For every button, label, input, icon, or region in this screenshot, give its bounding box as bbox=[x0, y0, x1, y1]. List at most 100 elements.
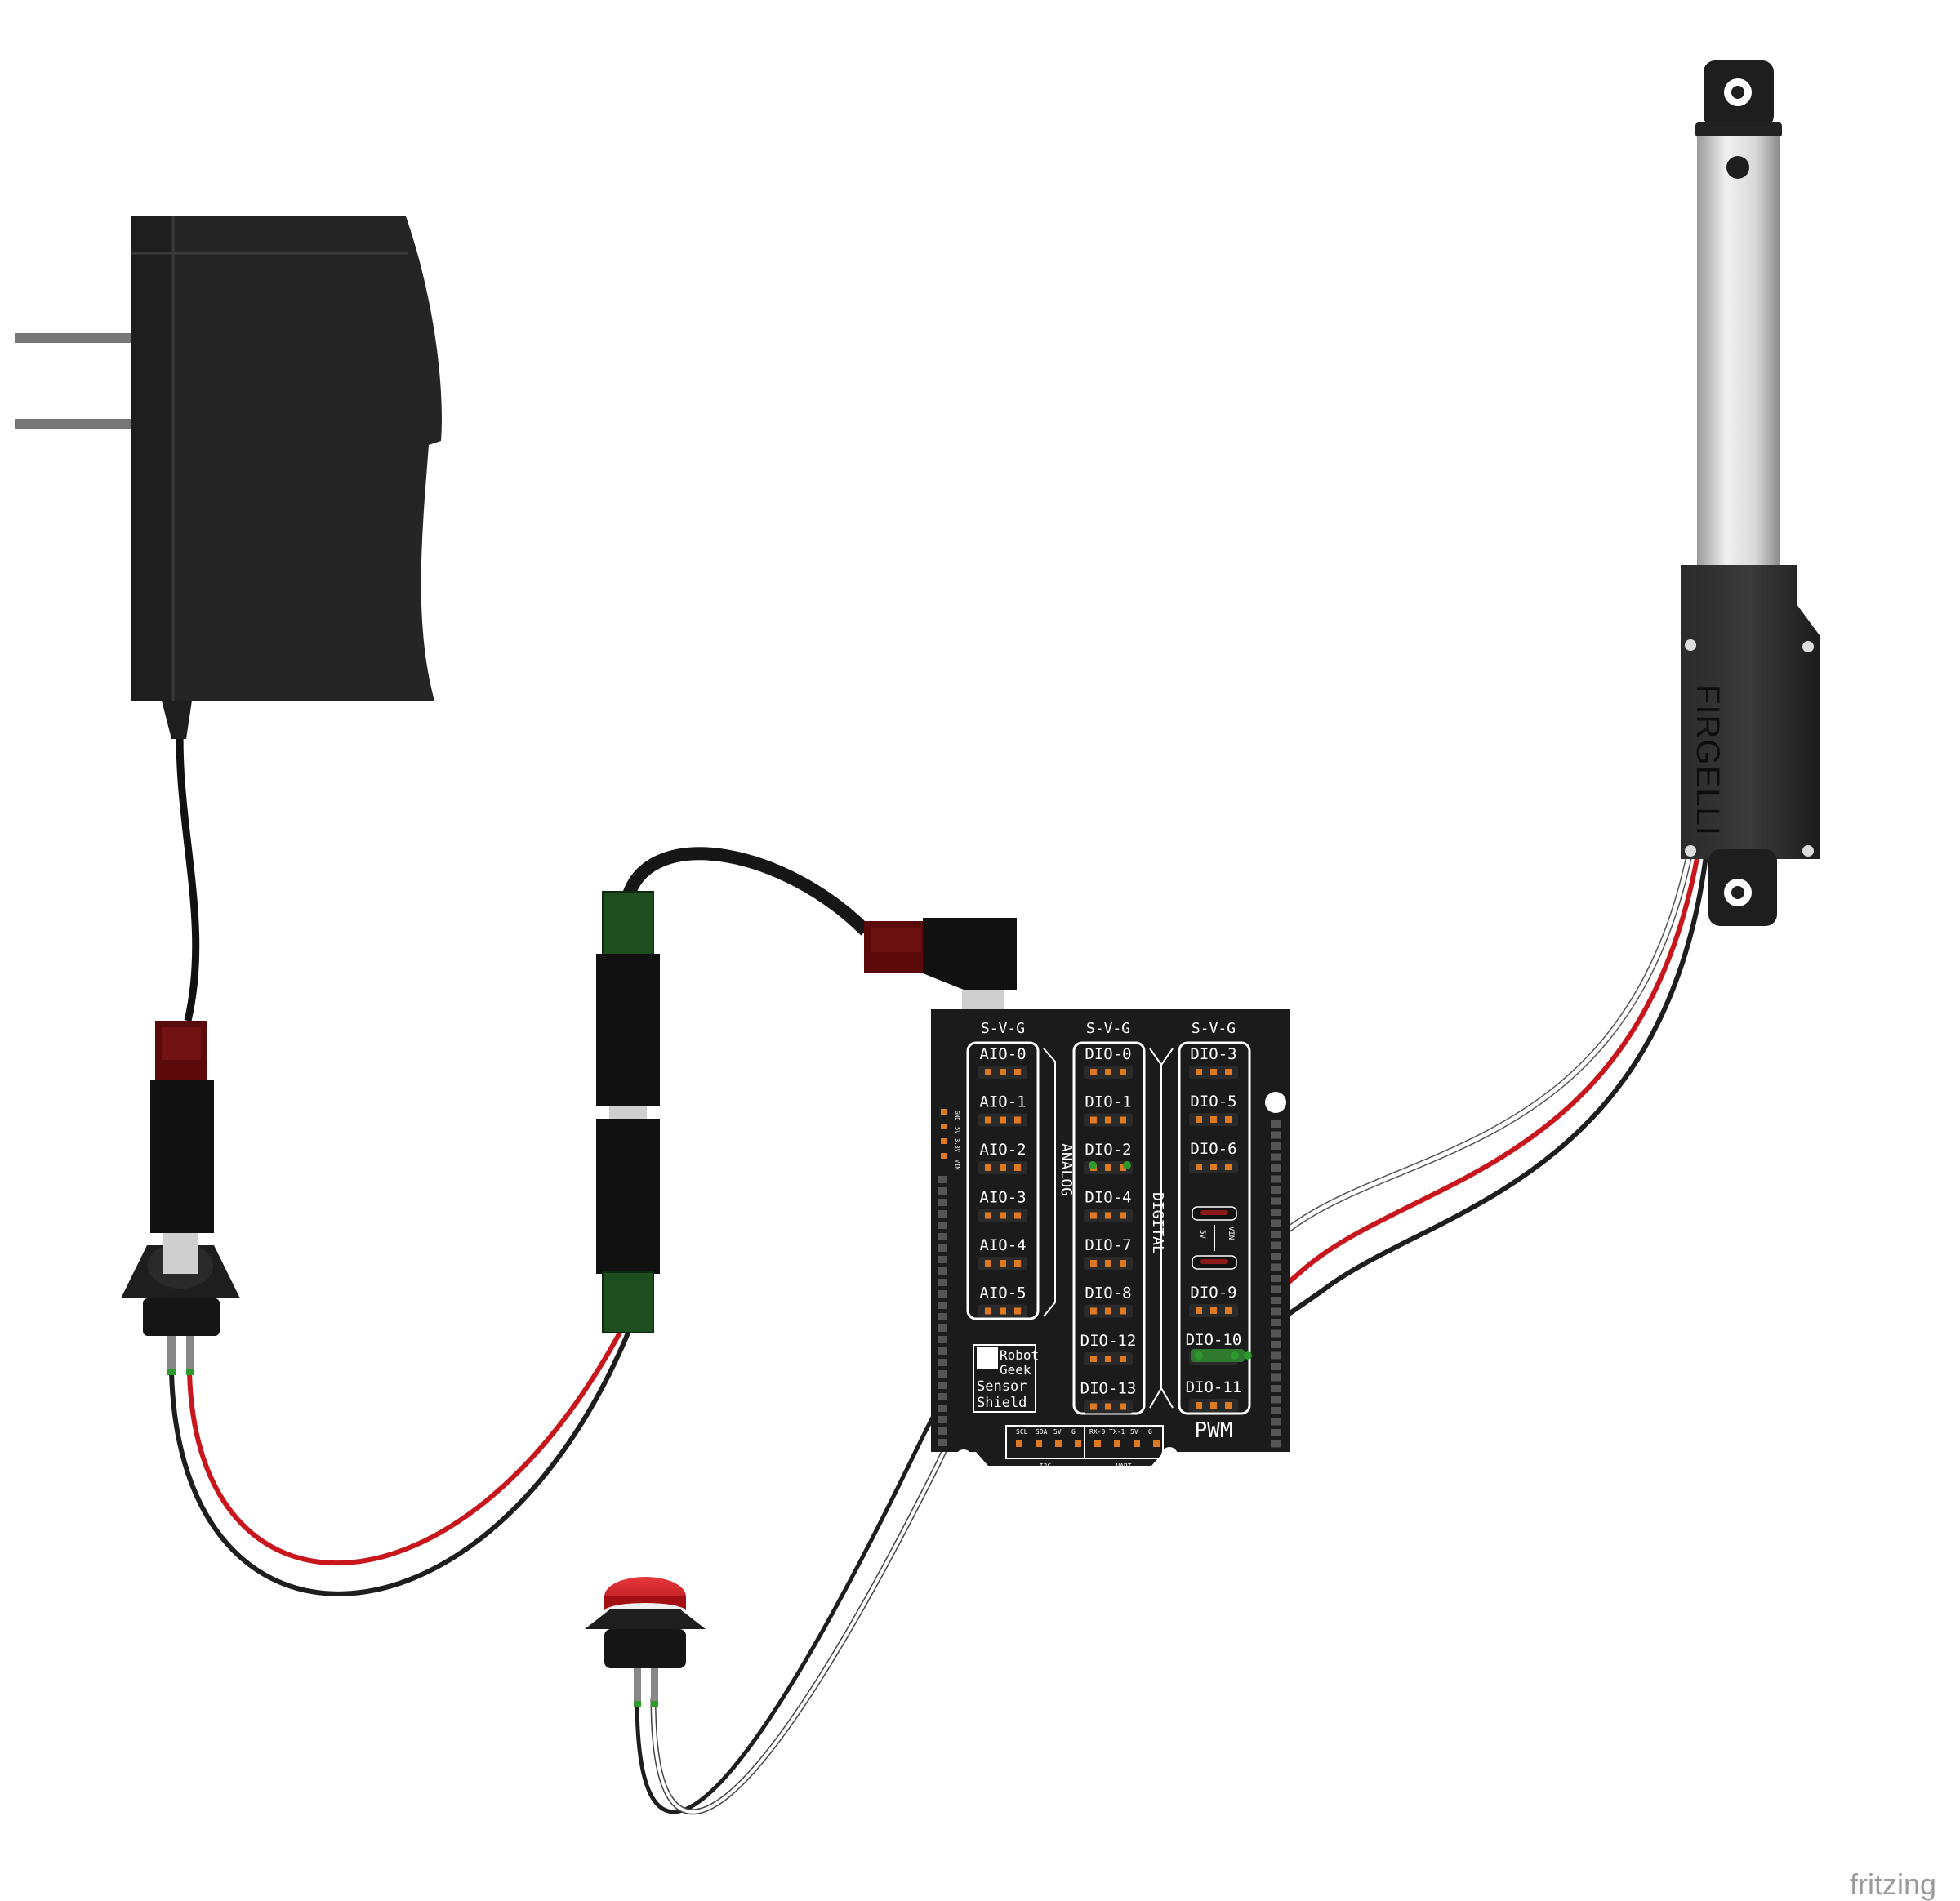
edge-pin-right-29 bbox=[1271, 1440, 1281, 1448]
pwm-pin-3-0[interactable] bbox=[1196, 1307, 1202, 1314]
pwm-pin-2-0[interactable] bbox=[1196, 1164, 1202, 1170]
analog-pin-0-2[interactable] bbox=[1014, 1069, 1021, 1075]
edge-pin-right-12 bbox=[1271, 1253, 1281, 1260]
edge-pin-right-0 bbox=[1271, 1120, 1281, 1128]
analog-label-0: AIO-0 bbox=[979, 1045, 1026, 1063]
digital-pin-0-1[interactable] bbox=[1105, 1069, 1111, 1075]
header-analog: S-V-G bbox=[981, 1020, 1025, 1037]
pwm-pin-3-2[interactable] bbox=[1225, 1307, 1232, 1314]
pwm-pin-0-0[interactable] bbox=[1196, 1069, 1202, 1075]
pwm-pin-5-1[interactable] bbox=[1210, 1402, 1217, 1409]
digital-pin-0-2[interactable] bbox=[1120, 1069, 1126, 1075]
digital-pin-2-2[interactable] bbox=[1120, 1164, 1126, 1171]
digital-pin-4-1[interactable] bbox=[1105, 1260, 1111, 1267]
pwm-pin-1-0[interactable] bbox=[1196, 1116, 1202, 1123]
pwm-pin-0-2[interactable] bbox=[1225, 1069, 1232, 1075]
side-power-header: GND 5V 3.3V VIN bbox=[954, 1111, 960, 1170]
i2c-uart-pin-4 bbox=[1094, 1440, 1101, 1447]
wall-adapter-icon bbox=[15, 216, 442, 739]
analog-pin-5-2[interactable] bbox=[1014, 1307, 1021, 1315]
digital-pin-7-2[interactable] bbox=[1120, 1403, 1126, 1410]
pwm-pin-3-1[interactable] bbox=[1210, 1307, 1217, 1314]
digital-pin-3-2[interactable] bbox=[1120, 1212, 1126, 1219]
pwm-pin-1-1[interactable] bbox=[1210, 1116, 1217, 1123]
digital-pin-5-1[interactable] bbox=[1105, 1307, 1111, 1315]
edge-pin-right-13 bbox=[1271, 1263, 1281, 1271]
pwm-pin-5-2[interactable] bbox=[1225, 1402, 1232, 1409]
edge-pin-left-7 bbox=[938, 1256, 947, 1263]
digital-pin-3-1[interactable] bbox=[1105, 1212, 1111, 1219]
analog-pin-2-0[interactable] bbox=[985, 1164, 991, 1171]
digital-pin-2-1[interactable] bbox=[1105, 1164, 1111, 1171]
analog-label-1: AIO-1 bbox=[979, 1093, 1026, 1111]
digital-pin-0-0[interactable] bbox=[1090, 1069, 1097, 1075]
analog-label-4: AIO-4 bbox=[979, 1236, 1026, 1254]
analog-pin-3-1[interactable] bbox=[1000, 1212, 1006, 1219]
pwm-pin-2-1[interactable] bbox=[1210, 1164, 1217, 1170]
digital-pin-1-2[interactable] bbox=[1120, 1116, 1126, 1124]
digital-pin-3-0[interactable] bbox=[1090, 1212, 1097, 1219]
analog-pin-1-1[interactable] bbox=[1000, 1116, 1006, 1124]
analog-pin-5-0[interactable] bbox=[985, 1307, 991, 1315]
side-power-pin-2 bbox=[941, 1138, 947, 1144]
edge-pin-left-8 bbox=[938, 1267, 947, 1275]
edge-pin-left-6 bbox=[938, 1244, 947, 1252]
actuator-brand: FIRGELLI bbox=[1690, 684, 1726, 836]
pwm-pin-1-2[interactable] bbox=[1225, 1116, 1232, 1123]
robogeek-logo: Robot Geek Sensor Shield bbox=[973, 1344, 1039, 1413]
analog-pin-1-0[interactable] bbox=[985, 1116, 991, 1124]
analog-pin-4-2[interactable] bbox=[1014, 1260, 1021, 1267]
edge-pin-left-20 bbox=[938, 1405, 947, 1412]
edge-pin-left-9 bbox=[938, 1279, 947, 1286]
edge-pin-left-11 bbox=[938, 1302, 947, 1309]
digital-pins: DIO-0DIO-1DIO-2DIO-4DIO-7DIO-8DIO-12DIO-… bbox=[1080, 1045, 1137, 1414]
digital-label-6: DIO-12 bbox=[1080, 1332, 1137, 1350]
edge-pin-right-17 bbox=[1271, 1307, 1281, 1316]
analog-pin-2-1[interactable] bbox=[1000, 1164, 1006, 1171]
digital-pin-5-2[interactable] bbox=[1120, 1307, 1126, 1315]
analog-pin-5-1[interactable] bbox=[1000, 1307, 1006, 1315]
i2c-uart-pin-3 bbox=[1075, 1440, 1081, 1447]
digital-label-2: DIO-2 bbox=[1085, 1141, 1131, 1159]
digital-pin-7-0[interactable] bbox=[1090, 1403, 1097, 1410]
digital-pin-4-0[interactable] bbox=[1090, 1260, 1097, 1267]
i2c-scl: SCL bbox=[1016, 1428, 1028, 1436]
pwm-label: PWM bbox=[1195, 1418, 1233, 1443]
digital-pin-5-0[interactable] bbox=[1090, 1307, 1097, 1315]
analog-pin-4-1[interactable] bbox=[1000, 1260, 1006, 1267]
uart-tx: TX-1 bbox=[1109, 1428, 1125, 1436]
dc-plug-left bbox=[150, 1021, 214, 1233]
digital-pin-6-2[interactable] bbox=[1120, 1356, 1126, 1362]
analog-pin-0-0[interactable] bbox=[985, 1069, 991, 1075]
pwm-pin-0-1[interactable] bbox=[1210, 1069, 1217, 1075]
side-power-pin-1 bbox=[941, 1124, 947, 1129]
analog-pin-2-2[interactable] bbox=[1014, 1164, 1021, 1171]
pwm-pin-2-2[interactable] bbox=[1225, 1164, 1232, 1170]
dc-plug-right-angle bbox=[864, 918, 1017, 1014]
edge-pin-left-1 bbox=[938, 1187, 947, 1195]
edge-pin-left-4 bbox=[938, 1222, 947, 1229]
i2c-uart-pin-1 bbox=[1036, 1440, 1042, 1447]
pwm-pin-5-0[interactable] bbox=[1196, 1402, 1202, 1409]
uart-5v: 5V bbox=[1130, 1428, 1138, 1436]
analog-pin-3-0[interactable] bbox=[985, 1212, 991, 1219]
edge-pin-right-2 bbox=[1271, 1142, 1281, 1150]
edge-pin-right-15 bbox=[1271, 1285, 1281, 1293]
digital-pin-7-1[interactable] bbox=[1105, 1403, 1111, 1410]
digital-pin-4-2[interactable] bbox=[1120, 1260, 1126, 1267]
digital-pin-6-1[interactable] bbox=[1105, 1356, 1111, 1362]
edge-pin-right-18 bbox=[1271, 1319, 1281, 1326]
fritzing-watermark: fritzing bbox=[1850, 1868, 1936, 1901]
analog-pin-4-0[interactable] bbox=[985, 1260, 991, 1267]
analog-pin-0-1[interactable] bbox=[1000, 1069, 1006, 1075]
i2c-uart-pin-7 bbox=[1153, 1440, 1160, 1447]
digital-pin-1-1[interactable] bbox=[1105, 1116, 1111, 1124]
analog-pin-3-2[interactable] bbox=[1014, 1212, 1021, 1219]
digital-pin-1-0[interactable] bbox=[1090, 1116, 1097, 1124]
i2c-uart-pin-2 bbox=[1055, 1440, 1062, 1447]
digital-pin-6-0[interactable] bbox=[1090, 1356, 1097, 1362]
edge-pin-right-1 bbox=[1271, 1131, 1281, 1139]
analog-pin-1-2[interactable] bbox=[1014, 1116, 1021, 1124]
